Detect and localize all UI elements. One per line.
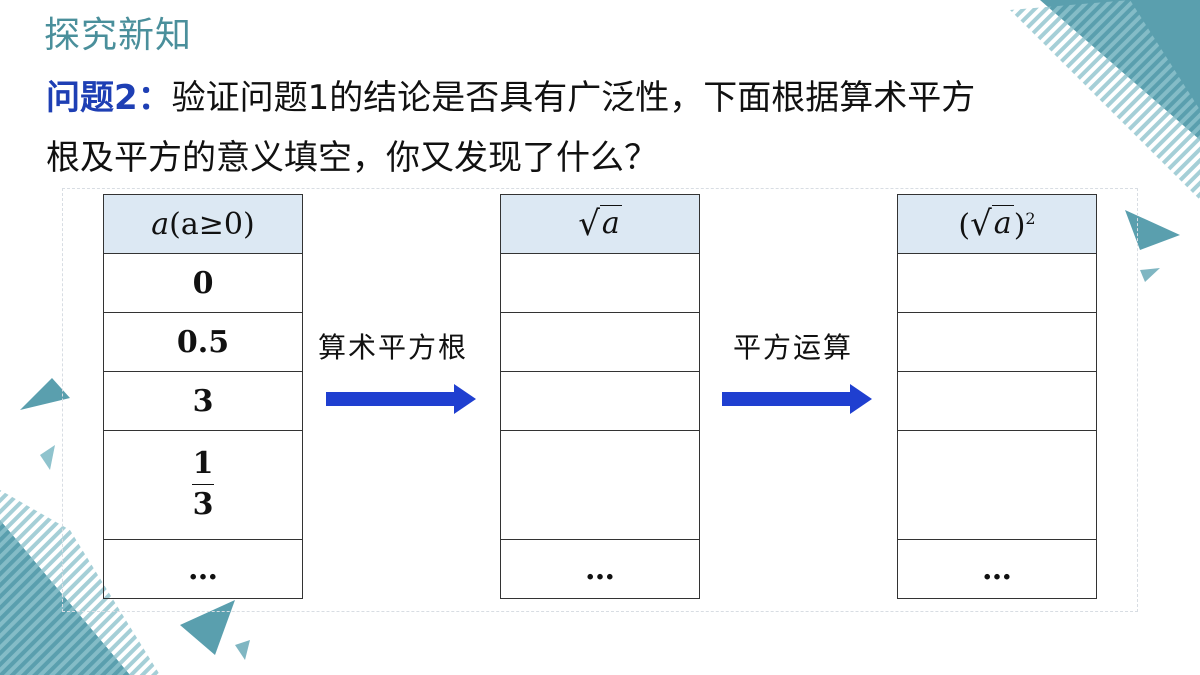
table-row-ellipsis: … (897, 539, 1097, 599)
exponent: 2 (1025, 209, 1036, 228)
radical-sign: √ (970, 204, 992, 244)
table-row: 0 (103, 253, 303, 313)
table-a-values: a(a≥0) 0 0.5 3 1 3 … (103, 194, 303, 599)
right-arrow-icon (326, 384, 476, 414)
table-cell-blank (500, 253, 700, 313)
table-cell-blank (500, 371, 700, 431)
right-arrow-icon (722, 384, 872, 414)
section-title: 探究新知 (44, 15, 193, 56)
table-square: (√a)2 … (897, 194, 1097, 599)
table-row: 0.5 (103, 312, 303, 372)
question-label: 问题2 (46, 78, 138, 118)
table-row-ellipsis: … (500, 539, 700, 599)
radicand: a (599, 205, 622, 241)
table-sqrt: √a … (500, 194, 700, 599)
fraction-bar (192, 483, 214, 485)
question-text: 问题2：验证问题1的结论是否具有广泛性，下面根据算术平方 根及平方的意义填空，你… (46, 68, 1136, 188)
content-frame (62, 188, 1138, 612)
header-var: a (151, 206, 170, 242)
question-separator: ： (137, 78, 172, 118)
table-row-fraction: 1 3 (103, 430, 303, 540)
table-row: 3 (103, 371, 303, 431)
sqrt-expression: √a (970, 205, 1014, 241)
table-row-ellipsis: … (103, 539, 303, 599)
question-line-1: 验证问题1的结论是否具有广泛性，下面根据算术平方 (171, 78, 976, 118)
table-square-header: (√a)2 (897, 194, 1097, 254)
table-sqrt-header: √a (500, 194, 700, 254)
radicand: a (991, 205, 1014, 241)
paren-open: ( (958, 208, 971, 243)
table-cell-blank (897, 430, 1097, 540)
table-cell-blank (500, 312, 700, 372)
radical-sign: √ (578, 204, 600, 244)
paren-close: ) (1013, 208, 1026, 243)
question-line-2: 根及平方的意义填空，你又发现了什么？ (46, 138, 658, 178)
arrow-label-square: 平方运算 (733, 331, 854, 364)
table-cell-blank (897, 371, 1097, 431)
sqrt-expression: √a (578, 205, 622, 241)
header-condition: (a≥0) (169, 206, 255, 242)
arrow-label-sqrt: 算术平方根 (318, 331, 469, 364)
fraction: 1 3 (192, 448, 214, 520)
table-a-header: a(a≥0) (103, 194, 303, 254)
fraction-denominator: 3 (192, 486, 214, 522)
table-cell-blank (500, 430, 700, 540)
fraction-numerator: 1 (192, 446, 214, 482)
table-cell-blank (897, 312, 1097, 372)
table-cell-blank (897, 253, 1097, 313)
